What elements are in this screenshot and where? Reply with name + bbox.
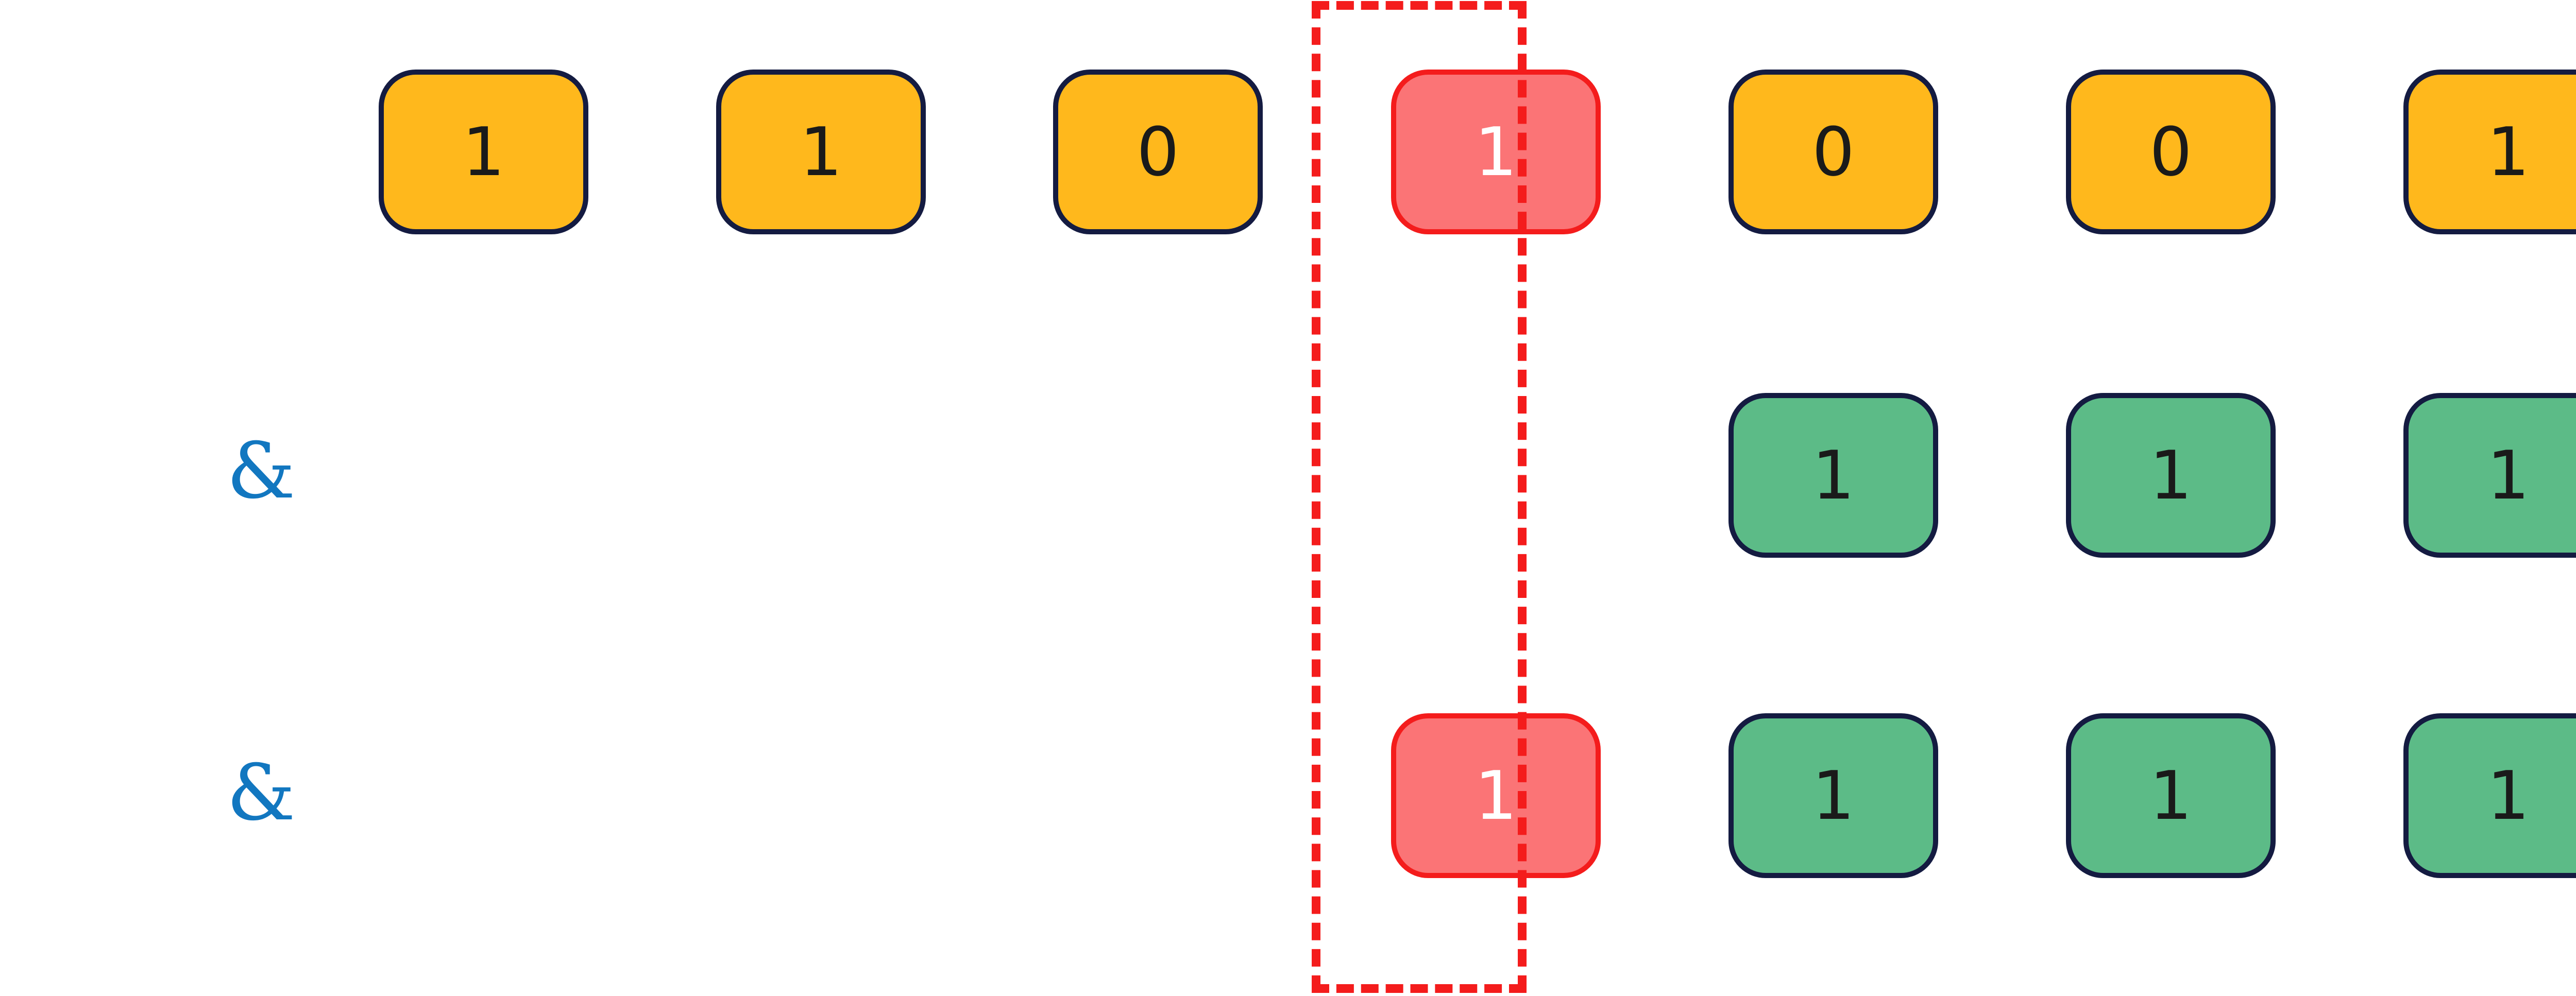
- bit-value: 1: [2487, 436, 2530, 514]
- bit-cell-r3-c7: 1: [2403, 713, 2576, 878]
- bit-cell-r1-c3: 0: [1053, 70, 1263, 234]
- bit-cell-r1-c2: 1: [716, 70, 926, 234]
- bit-cell-r1-c7: 1: [2403, 70, 2576, 234]
- bit-cell-r3-c4-highlighted: 1: [1391, 713, 1601, 878]
- bit-cell-r1-c6: 0: [2066, 70, 2276, 234]
- bit-cell-r3-c6: 1: [2066, 713, 2276, 878]
- bit-cell-r1-c5: 0: [1728, 70, 1938, 234]
- bit-cell-r2-c6: 1: [2066, 393, 2276, 558]
- bit-value: 1: [462, 113, 505, 191]
- bit-value: 1: [1475, 113, 1517, 191]
- bit-value: 1: [2487, 757, 2530, 835]
- bit-value: 0: [1137, 113, 1179, 191]
- bit-value: 0: [2149, 113, 2192, 191]
- operator-and-row3: &: [227, 748, 296, 838]
- bit-value: 1: [1812, 436, 1855, 514]
- bit-value: 0: [1812, 113, 1855, 191]
- bit-value: 1: [2149, 757, 2192, 835]
- operator-and-row2: &: [227, 426, 296, 516]
- bit-cell-r2-c5: 1: [1728, 393, 1938, 558]
- bit-cell-r1-c1: 1: [379, 70, 588, 234]
- bit-value: 1: [2487, 113, 2530, 191]
- bit-cell-r2-c7: 1: [2403, 393, 2576, 558]
- bit-cell-r1-c4-highlighted: 1: [1391, 70, 1601, 234]
- bit-value: 1: [1812, 757, 1855, 835]
- bit-value: 1: [1475, 757, 1517, 835]
- bit-value: 1: [800, 113, 842, 191]
- bit-value: 1: [2149, 436, 2192, 514]
- bit-cell-r3-c5: 1: [1728, 713, 1938, 878]
